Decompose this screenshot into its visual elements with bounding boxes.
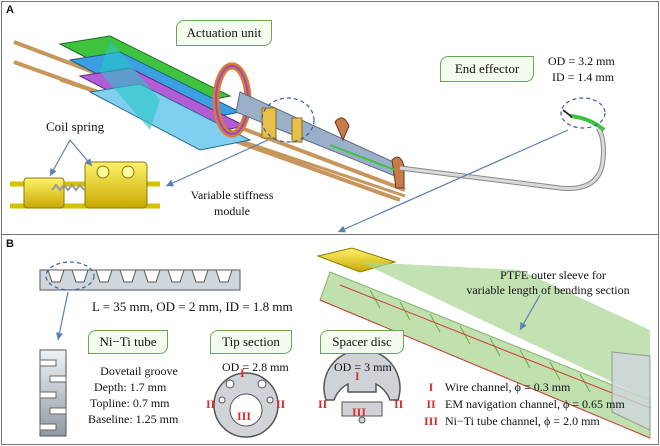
end-effector-callout: End effector [440, 56, 534, 82]
vsm-highlight [261, 97, 315, 143]
panel-divider [1, 234, 659, 235]
legend-row-em: II EM navigation channel, ϕ = 0.65 mm [420, 397, 625, 412]
panel-label-a: A [6, 4, 14, 16]
svg-text:III: III [237, 409, 251, 423]
legend-row-wire: I Wire channel, ϕ = 0.3 mm [420, 380, 571, 395]
dimension-text: L = 35 mm, OD = 2 mm, ID = 1.8 mm [92, 299, 293, 314]
coil-spring-label: Coil spring [46, 119, 105, 134]
svg-text:I: I [240, 366, 245, 380]
legend-numeral: III [423, 414, 438, 428]
svg-text:II: II [276, 397, 286, 411]
spacer-disc-callout: Spacer disc [320, 330, 404, 354]
spacer-od: OD = 3 mm [334, 360, 392, 374]
ptfe-sleeve-drawing [316, 247, 651, 439]
ptfe-label-line2: variable length of bending section [466, 283, 630, 297]
dovetail-topline: Topline: 0.7 mm [90, 396, 170, 410]
end-effector-highlight [560, 97, 606, 129]
tip-section-callout: Tip section [210, 330, 292, 354]
niti-tube-callout: Ni−Ti tube [88, 330, 168, 354]
actuation-unit-drawing [13, 35, 406, 202]
svg-text:II: II [394, 397, 404, 411]
dovetail-depth: Depth: 1.7 mm [94, 380, 167, 394]
legend-text: EM navigation channel, ϕ = 0.65 mm [445, 397, 625, 411]
legend-row-niti: III Ni−Ti tube channel, ϕ = 2.0 mm [420, 414, 600, 429]
legend-numeral: II [426, 397, 436, 411]
panel-label-b: B [6, 238, 14, 250]
legend-numeral: I [428, 380, 434, 394]
tip-od: OD = 2.8 mm [222, 360, 289, 374]
svg-text:II: II [318, 397, 328, 411]
vsm-label-line1: Variable stiffness [190, 188, 274, 202]
svg-text:II: II [206, 397, 216, 411]
legend-text: Wire channel, ϕ = 0.3 mm [444, 380, 571, 394]
actuation-unit-callout: Actuation unit [176, 20, 272, 46]
dovetail-title: Dovetail groove [100, 364, 178, 378]
dovetail-highlight [45, 261, 95, 291]
legend-text: Ni−Ti tube channel, ϕ = 2.0 mm [445, 414, 600, 428]
dovetail-baseline: Baseline: 1.25 mm [88, 412, 179, 426]
spacer-disc-drawing [323, 349, 401, 424]
tip-section-drawing [213, 372, 279, 438]
svg-text:I: I [355, 369, 360, 383]
vsm-label-line2: module [214, 204, 250, 218]
svg-text:III: III [352, 405, 366, 419]
dovetail-strip [39, 269, 241, 291]
end-effector-drawing [399, 109, 606, 191]
end-effector-id: ID = 1.4 mm [552, 70, 615, 84]
coil-spring-inset [10, 161, 160, 209]
channel-markers: I II II III I II II III [206, 366, 404, 423]
niti-tube-drawing [39, 349, 67, 437]
end-effector-od: OD = 3.2 mm [548, 54, 615, 68]
ptfe-label-line1: PTFE outer sleeve for [500, 268, 606, 282]
